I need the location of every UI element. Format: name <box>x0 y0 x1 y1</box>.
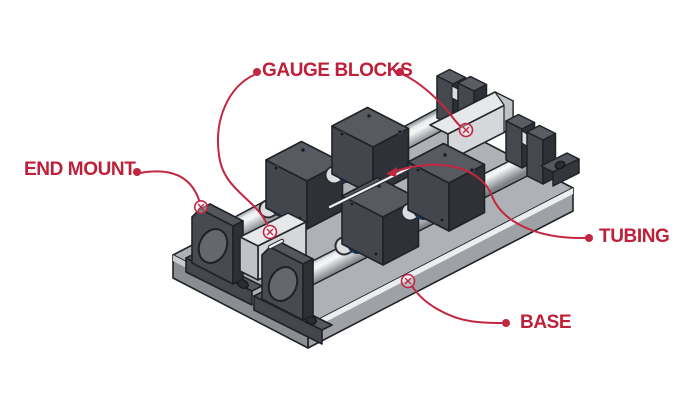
marker-base <box>400 273 416 289</box>
circled-x-markers <box>194 122 474 289</box>
leader-gauge-left <box>217 73 268 225</box>
carrier-block-rear-left <box>258 140 344 230</box>
marker-end-mount <box>194 200 209 215</box>
shaft-bore <box>267 266 299 302</box>
dot-end-mount <box>133 168 141 176</box>
leader-base <box>411 285 503 324</box>
leader-tubing <box>395 163 586 240</box>
base-front-chamfer <box>308 188 573 331</box>
dot-gauge-left <box>253 68 261 76</box>
callout-label-tubing: TUBING <box>599 226 670 247</box>
dot-tubing <box>585 234 593 242</box>
callout-label-end-mount: END MOUNT <box>24 159 136 180</box>
leader-end-mount <box>139 170 200 201</box>
end-mount-left-front <box>253 241 333 345</box>
callout-label-gauge-blocks: GAUGE BLOCKS <box>262 60 413 81</box>
shaft-bore <box>197 228 229 264</box>
dot-base <box>502 319 510 327</box>
carrier-block-rear-right <box>324 106 410 196</box>
callout-label-base: BASE <box>520 312 572 333</box>
callout-dots <box>133 68 593 327</box>
dot-gauge-right <box>396 68 404 76</box>
carrier-block-front-right <box>400 142 486 232</box>
end-mount-left-rear <box>185 203 263 306</box>
tubing-arrowhead <box>386 167 397 177</box>
leader-gauge-right <box>401 73 462 128</box>
clamp-slot <box>451 85 459 102</box>
end-mount-right-front <box>505 113 580 187</box>
callout-leaders <box>139 73 586 324</box>
tubing-part <box>267 164 414 250</box>
marker-gauge-left <box>262 224 278 240</box>
flange-screw <box>554 160 566 170</box>
marker-gauge-right <box>458 122 474 138</box>
